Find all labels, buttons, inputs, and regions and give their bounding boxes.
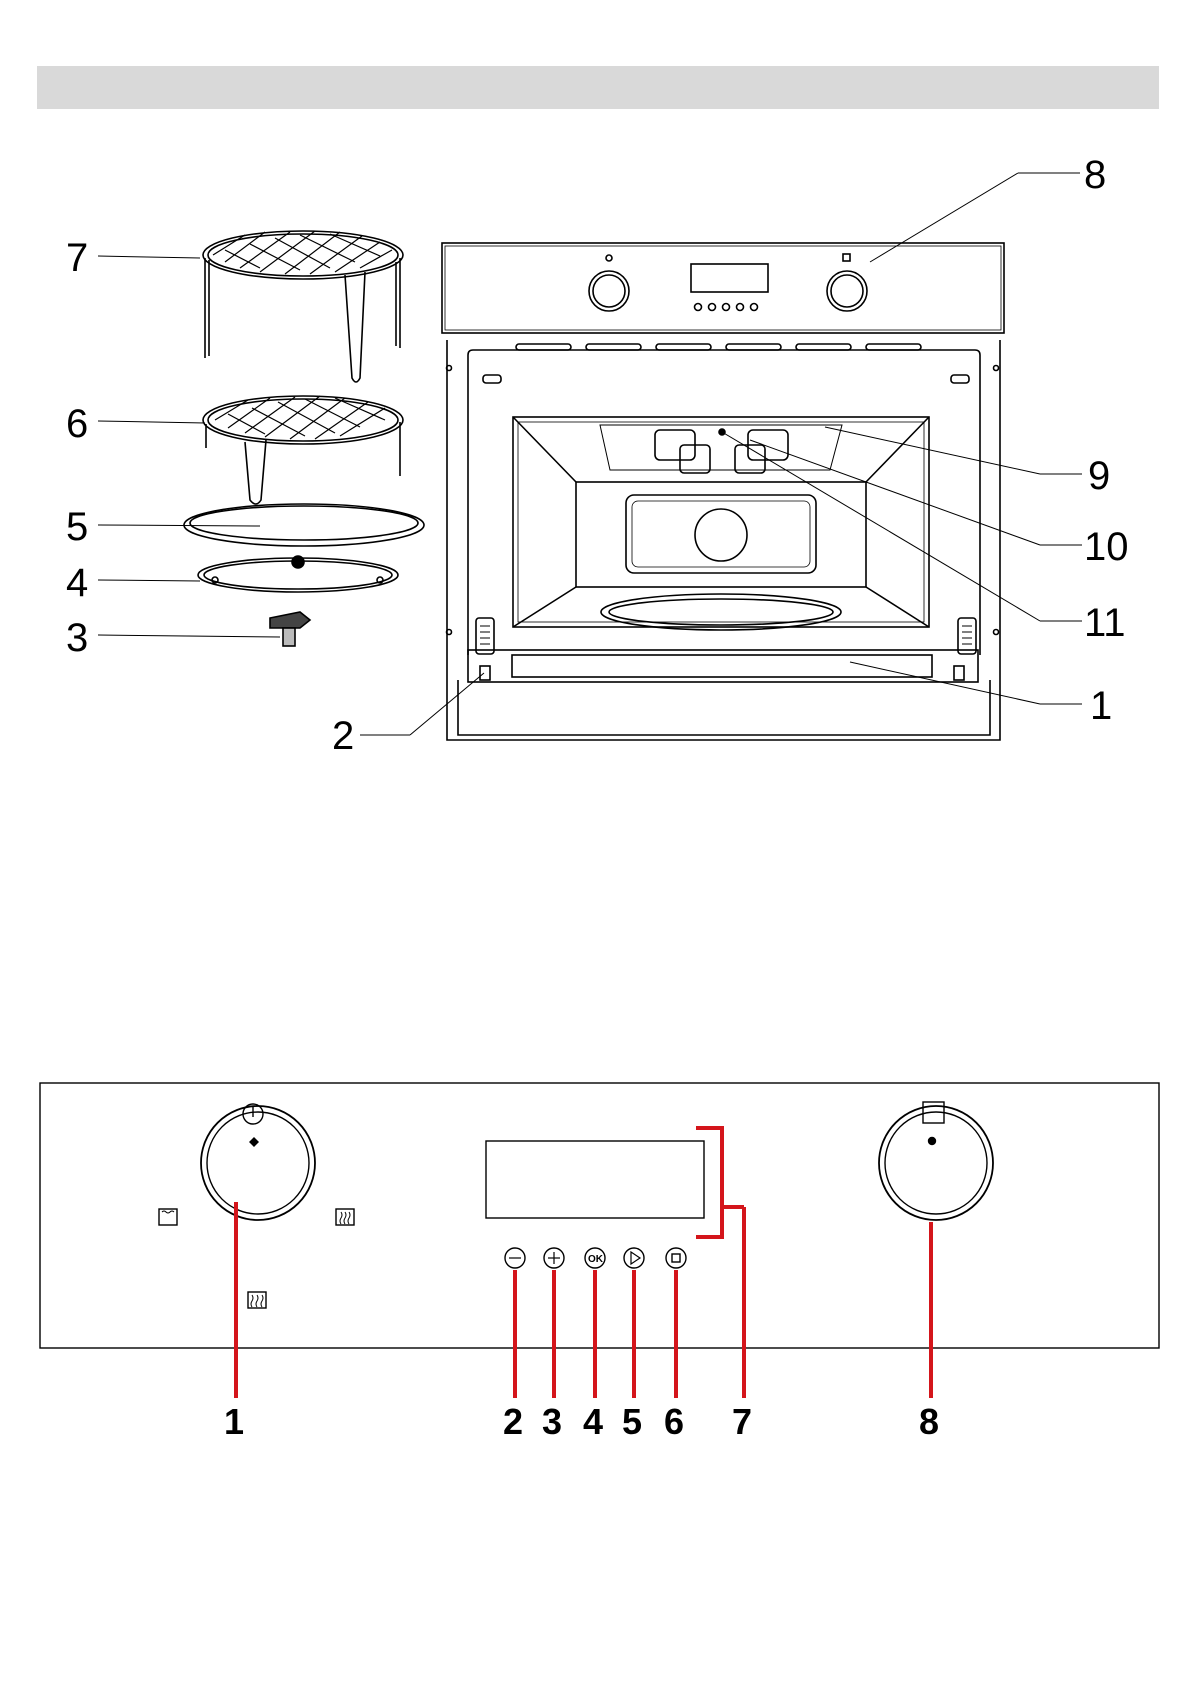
- conventional-oven-icon: [159, 1209, 177, 1225]
- callout-10-top: 10: [1084, 525, 1129, 569]
- grill-icon: [336, 1209, 354, 1225]
- dial-marker-right: [929, 1138, 936, 1145]
- callout-6-panel: 6: [664, 1401, 684, 1442]
- display-screen: [486, 1141, 704, 1218]
- callout-4-top: 4: [66, 561, 88, 605]
- callout-8-panel: 8: [919, 1401, 939, 1442]
- weight-icon: [923, 1102, 944, 1123]
- callout-3-top: 3: [66, 616, 88, 660]
- ok-button[interactable]: [585, 1248, 605, 1268]
- callout-8-top: 8: [1084, 153, 1106, 197]
- roller-ring: [198, 556, 398, 592]
- panel-callout-lines: [236, 1128, 931, 1398]
- callout-4-panel: 4: [583, 1401, 603, 1442]
- start-button[interactable]: [624, 1248, 644, 1268]
- plus-button[interactable]: [544, 1248, 564, 1268]
- callout-5-top: 5: [66, 505, 88, 549]
- oven-front: [442, 243, 1004, 740]
- glass-tray: [184, 504, 424, 546]
- timer-dial: [879, 1106, 993, 1220]
- callout-2-top: 2: [332, 714, 354, 758]
- panel-outline: [40, 1083, 1159, 1348]
- callout-5-panel: 5: [622, 1401, 642, 1442]
- stop-button[interactable]: [666, 1248, 686, 1268]
- callout-2-panel: 2: [503, 1401, 523, 1442]
- callout-11-top: 11: [1084, 601, 1126, 645]
- low-grill-rack: [203, 396, 403, 504]
- ok-button-label: OK: [588, 1254, 604, 1265]
- start-icon: [631, 1252, 640, 1264]
- oven-exploded-diagram: 7 6 5 4 3 2 8 9 10 11 1: [0, 0, 1192, 760]
- callout-6-top: 6: [66, 402, 88, 446]
- turntable-coupler: [270, 612, 310, 646]
- callout-1-top: 1: [1090, 684, 1112, 728]
- callout-1-panel: 1: [224, 1401, 244, 1442]
- high-grill-rack: [203, 231, 403, 382]
- function-dial: [201, 1106, 315, 1220]
- callout-9-top: 9: [1088, 454, 1110, 498]
- microwave-icon: [248, 1292, 266, 1308]
- callout-7-top: 7: [66, 236, 88, 280]
- dial-marker-left: [250, 1138, 258, 1146]
- minus-button[interactable]: [505, 1248, 525, 1268]
- stop-icon: [672, 1254, 680, 1262]
- power-icon: [243, 1104, 263, 1124]
- callout-7-panel: 7: [732, 1401, 752, 1442]
- callout-3-panel: 3: [542, 1401, 562, 1442]
